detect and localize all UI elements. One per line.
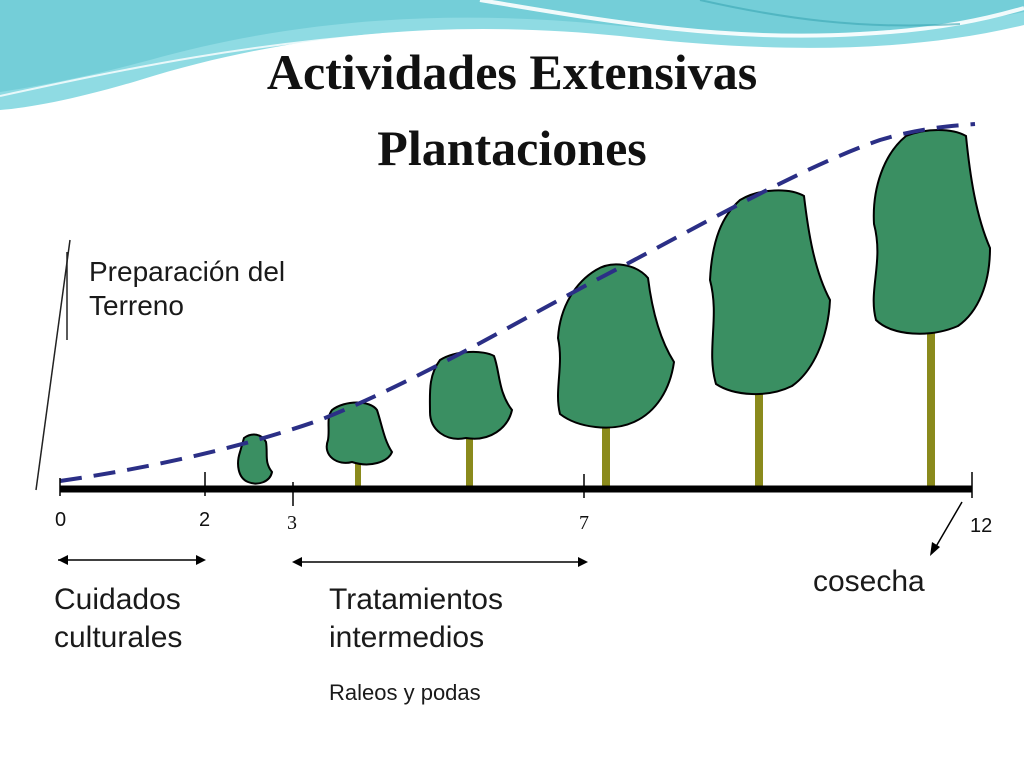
title-line-1: Actividades Extensivas <box>266 44 758 100</box>
tick-label-2: 2 <box>199 509 211 531</box>
cosecha-label: cosecha <box>813 565 925 598</box>
tratamientos-label: Tratamientos intermedios <box>329 581 503 657</box>
cosecha-arrow <box>930 501 963 556</box>
tratamientos-label-line-1: Tratamientos <box>329 583 503 616</box>
tree-6 <box>872 129 992 488</box>
tratamientos-range-arrow <box>292 557 588 567</box>
prep-slope-line <box>35 239 71 491</box>
prep-label: Preparación del Terreno <box>89 255 285 323</box>
header-waves <box>0 0 1024 110</box>
tree-2 <box>325 401 394 488</box>
tree-5 <box>708 189 832 488</box>
tick-label-0: 0 <box>55 509 67 531</box>
cuidados-label: Cuidados culturales <box>54 581 182 657</box>
tree-3 <box>428 350 514 488</box>
raleos-label: Raleos y podas <box>329 680 481 705</box>
cuidados-range-arrow <box>58 555 206 565</box>
prep-label-line-1: Preparación del <box>89 256 286 287</box>
cuidados-label-line-1: Cuidados <box>54 583 181 616</box>
tick-label-7: 7 <box>579 512 589 534</box>
title-line-2: Plantaciones <box>377 120 647 176</box>
growth-curve <box>59 122 976 483</box>
tick-label-12: 12 <box>970 515 993 537</box>
tick-label-3: 3 <box>287 512 297 534</box>
cuidados-label-line-2: culturales <box>54 621 183 654</box>
tree-4 <box>556 263 676 488</box>
tratamientos-label-line-2: intermedios <box>329 621 485 654</box>
prep-label-line-2: Terreno <box>89 290 184 321</box>
